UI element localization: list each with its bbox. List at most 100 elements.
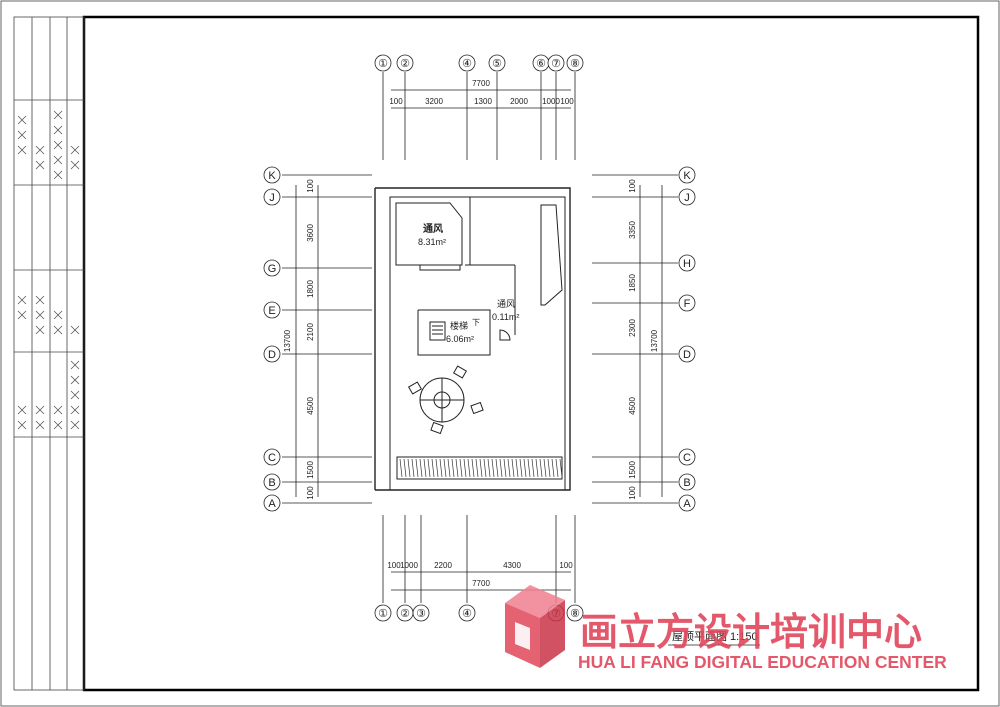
right-dimension: 1500 xyxy=(628,461,637,479)
left-axis-marker: A xyxy=(268,498,276,510)
top-axis-marker-circle xyxy=(547,54,565,72)
title-strip-cross xyxy=(17,405,27,415)
right-axis-marker: B xyxy=(683,477,690,489)
right-axis-marker-circle xyxy=(678,166,696,184)
right-axis-marker: A xyxy=(683,498,691,510)
right-dimension: 4500 xyxy=(628,397,637,415)
hatch-line xyxy=(407,458,411,478)
right-axis-marker: D xyxy=(683,349,691,361)
title-strip-cross xyxy=(70,405,80,415)
hatch-line xyxy=(487,458,491,478)
balcony-hatch xyxy=(399,458,563,478)
room-area-vent-large: 8.31m² xyxy=(418,237,446,247)
bottom-dimension: 100 xyxy=(387,561,401,570)
hatch-line xyxy=(439,458,443,478)
title-strip-cross xyxy=(17,115,27,125)
hatch-line xyxy=(491,458,495,478)
bottom-axis-marker: ④ xyxy=(462,608,472,620)
top-dimension: 2000 xyxy=(510,97,528,106)
left-axis-marker-circle xyxy=(263,188,281,206)
hatch-line xyxy=(511,458,515,478)
left-axis-marker: E xyxy=(268,305,275,317)
top-axis-marker: ④ xyxy=(462,58,472,70)
hatch-line xyxy=(535,458,539,478)
left-dimension: 100 xyxy=(306,179,315,193)
left-dimension: 2100 xyxy=(306,323,315,341)
title-strip-cross xyxy=(70,375,80,385)
left-axis-marker: B xyxy=(268,477,275,489)
hatch-line xyxy=(403,458,407,478)
right-dimension: 3350 xyxy=(628,221,637,239)
left-axis-marker-circle xyxy=(263,259,281,277)
floor-plan xyxy=(374,187,571,491)
room-name-vent-large: 通风 xyxy=(423,223,443,235)
bottom-dimension: 100 xyxy=(559,561,573,570)
top-axis-marker-circle xyxy=(488,54,506,72)
title-strip-cross xyxy=(53,125,63,135)
hatch-line xyxy=(471,458,475,478)
title-strip-cross xyxy=(53,325,63,335)
hatch-line xyxy=(551,458,555,478)
hatch-line xyxy=(479,458,483,478)
bottom-axis-marker: ② xyxy=(400,608,410,620)
hatch-line xyxy=(427,458,431,478)
right-total-dimension: 13700 xyxy=(650,329,659,352)
drawing-title: 屋顶平面图 1:150 xyxy=(672,630,758,643)
room-name-vent-small: 通风 xyxy=(497,299,515,309)
hatch-line xyxy=(495,458,499,478)
top-axis-marker-circle xyxy=(458,54,476,72)
hatch-line xyxy=(507,458,511,478)
right-axis-marker: J xyxy=(684,192,690,204)
room-area-stair: 6.06m² xyxy=(446,334,474,344)
hatch-line xyxy=(451,458,455,478)
right-axis-marker-circle xyxy=(678,188,696,206)
top-axis-marker-circle xyxy=(374,54,392,72)
left-total-dimension: 13700 xyxy=(283,329,292,352)
top-total-dimension: 7700 xyxy=(472,79,490,88)
hatch-line xyxy=(515,458,519,478)
left-axis-marker-circle xyxy=(263,448,281,466)
title-strip-cross xyxy=(53,110,63,120)
bottom-dimension: 4300 xyxy=(503,561,521,570)
hatch-line xyxy=(483,458,487,478)
room-area-vent-small: 0.11m² xyxy=(492,312,519,322)
right-axis-marker-circle xyxy=(678,345,696,363)
dimension-lines xyxy=(295,89,663,591)
brand-name-en: HUA LI FANG DIGITAL EDUCATION CENTER xyxy=(578,652,947,672)
hatch-line xyxy=(447,458,451,478)
left-axis-marker: J xyxy=(269,192,275,204)
title-strip-cross xyxy=(17,420,27,430)
title-strip xyxy=(13,16,85,691)
title-strip-cross xyxy=(53,155,63,165)
left-axis-marker-circle xyxy=(263,473,281,491)
bottom-total-dimension: 7700 xyxy=(472,579,490,588)
hatch-line xyxy=(527,458,531,478)
top-axis-marker-circle xyxy=(396,54,414,72)
bottom-axis-marker: ① xyxy=(378,608,388,620)
brand-logo-icon xyxy=(505,585,565,668)
bottom-axis-marker-circle xyxy=(412,604,430,622)
hatch-line xyxy=(459,458,463,478)
hatch-line xyxy=(467,458,471,478)
hatch-line xyxy=(431,458,435,478)
top-axis-marker: ⑦ xyxy=(551,58,561,70)
right-axis-marker: C xyxy=(683,452,691,464)
right-axis-marker: H xyxy=(683,258,691,270)
title-strip-cross xyxy=(53,420,63,430)
left-axis-marker-circle xyxy=(263,494,281,512)
title-strip-cross xyxy=(53,310,63,320)
title-strip-cross xyxy=(17,145,27,155)
bottom-axis-marker-circle xyxy=(374,604,392,622)
top-dimension: 3200 xyxy=(425,97,443,106)
title-strip-cross xyxy=(17,130,27,140)
bottom-dimension: 2200 xyxy=(434,561,452,570)
hatch-line xyxy=(499,458,503,478)
left-dimension: 3600 xyxy=(306,224,315,242)
hatch-line xyxy=(531,458,535,478)
bottom-dimension: 1000 xyxy=(400,561,418,570)
title-strip-cross xyxy=(17,310,27,320)
hatch-line xyxy=(423,458,427,478)
title-strip-cross xyxy=(53,170,63,180)
